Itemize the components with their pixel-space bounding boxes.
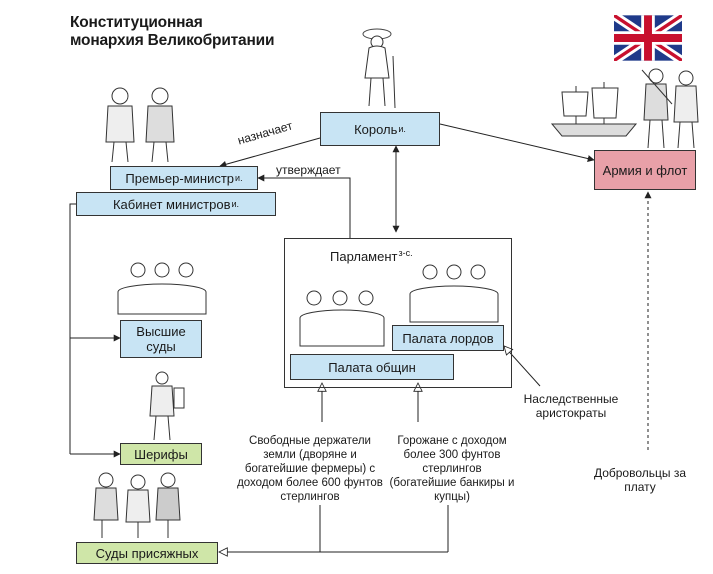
note-freeholders: Свободные держатели земли (дворяне и бог… — [237, 435, 383, 503]
edge-cabinet-trunk — [69, 203, 110, 454]
sheriffs-text: Шерифы — [134, 446, 188, 462]
ministers-figures-icon — [105, 87, 175, 163]
lords-members-icon — [409, 264, 499, 323]
cabinet-mark: и. — [231, 198, 240, 209]
higher-courts-judges-icon — [117, 262, 207, 315]
union-jack-flag-icon — [614, 15, 682, 61]
commons-members-icon — [299, 290, 385, 347]
king-figure-icon — [362, 28, 396, 109]
edge-parliament-pm — [257, 174, 351, 238]
lords-box: Палата лордов — [392, 325, 504, 351]
soldiers-icon — [641, 68, 699, 149]
commons-box: Палата общин — [290, 354, 454, 380]
edge-aristocrats-lords — [504, 346, 541, 387]
parliament-label: Парламентз-с. — [330, 246, 413, 264]
king-text: Король — [354, 121, 398, 137]
pm-mark: и. — [235, 172, 243, 183]
lords-text: Палата лордов — [402, 330, 494, 346]
edge-king-pm — [219, 137, 321, 168]
jury-text: Суды присяжных — [95, 545, 199, 561]
note-aristocrats: Наследственные аристократы — [523, 392, 619, 420]
higher-courts-box: Высшие суды — [120, 320, 202, 358]
king-mark: и. — [398, 123, 406, 134]
sheriff-figure-icon — [149, 371, 185, 441]
ships-icon — [550, 82, 638, 137]
commons-text: Палата общин — [328, 359, 416, 375]
edge-king-army — [439, 123, 595, 162]
note-townsmen: Горожане с доходом более 300 фунтов стер… — [389, 435, 515, 503]
jury-people-icon — [93, 472, 181, 538]
edge-voters-jury — [219, 505, 321, 552]
parliament-mark: з-с. — [398, 248, 413, 258]
parliament-frame — [284, 238, 512, 388]
parliament-text: Парламент — [330, 249, 398, 264]
pm-text: Премьер-министр — [125, 170, 235, 186]
edge-label-approves: утверждает — [276, 163, 341, 177]
sheriffs-box: Шерифы — [120, 443, 202, 465]
diagram-title: Конституционная монархия Великобритании — [70, 14, 274, 50]
title-line-2: монархия Великобритании — [70, 32, 275, 49]
army-box: Армия и флот — [594, 150, 696, 190]
cabinet-text: Кабинет министров — [112, 196, 231, 212]
army-text: Армия и флот — [602, 162, 688, 178]
higher-courts-text: Высшие суды — [136, 324, 186, 354]
title-line-1: Конституционная — [70, 14, 203, 31]
jury-box: Суды присяжных — [76, 542, 218, 564]
note-volunteers: Добровольцы за плату — [593, 466, 687, 494]
